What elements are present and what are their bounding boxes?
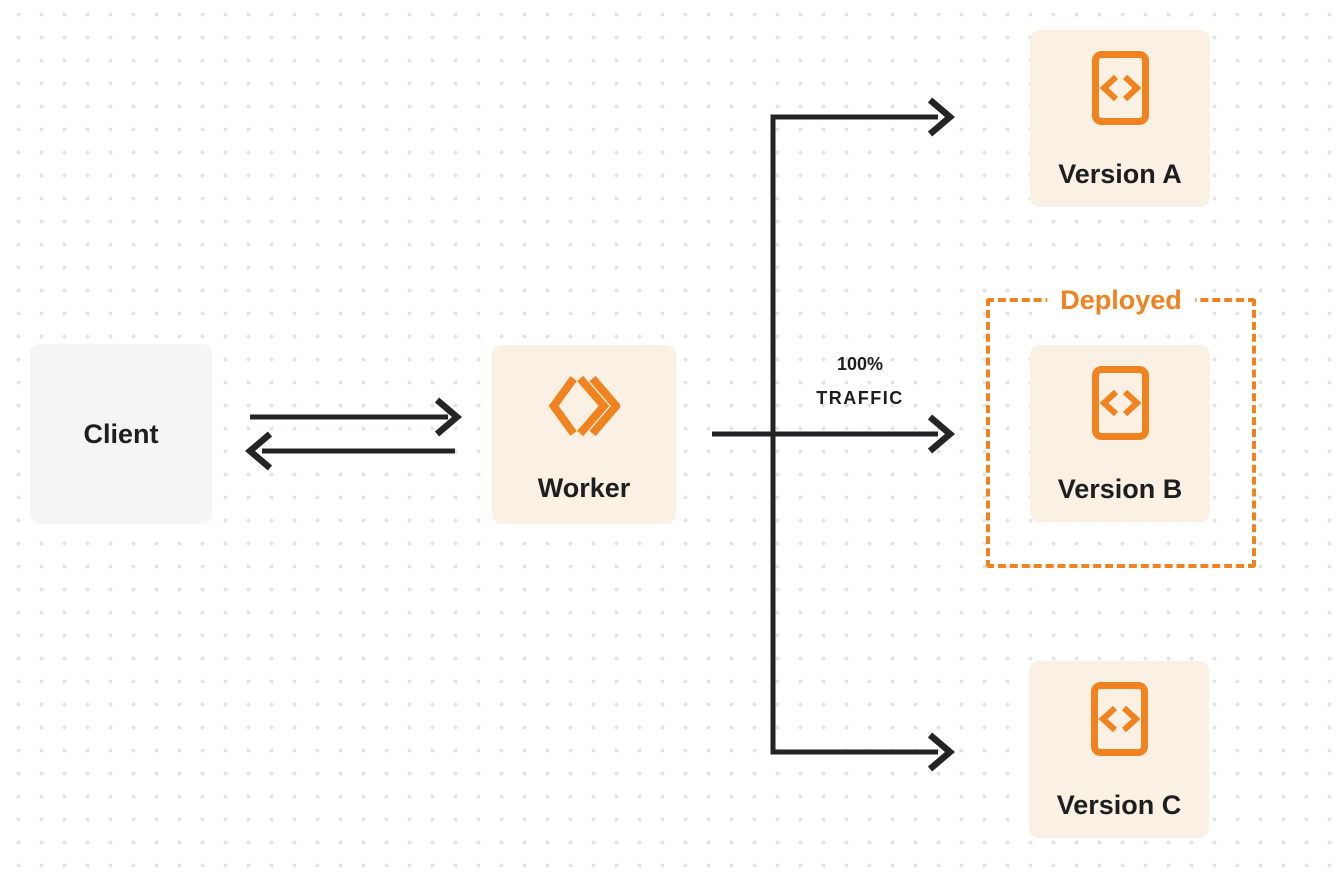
arrow-client-to-worker	[250, 397, 463, 437]
code-file-icon	[1090, 682, 1148, 756]
traffic-percent-text: 100%	[836, 354, 884, 374]
arrow-branch-to-version-a	[927, 97, 956, 137]
cloudflare-workers-logo-icon	[548, 375, 620, 437]
node-version-c: Version C	[1029, 661, 1209, 838]
node-worker: Worker	[492, 345, 676, 524]
traffic-label: 100% TRAFFIC	[795, 347, 925, 415]
deployed-group-outline: Deployed	[986, 283, 1256, 568]
node-version-b-label: Version B	[1057, 474, 1183, 504]
arrow-worker-to-client	[244, 431, 455, 471]
code-file-icon	[1091, 366, 1149, 440]
node-client: Client	[30, 344, 212, 524]
traffic-branch-line	[770, 114, 938, 755]
arrow-worker-to-version-b	[712, 414, 956, 454]
deployed-label: Deployed	[1047, 283, 1195, 317]
node-version-a-label: Version A	[1058, 159, 1182, 189]
traffic-word-text: TRAFFIC	[816, 388, 904, 408]
node-version-a: Version A	[1030, 30, 1210, 207]
node-worker-label: Worker	[537, 473, 631, 503]
code-file-icon	[1091, 51, 1149, 125]
arrow-branch-to-version-c	[927, 732, 956, 772]
node-version-b: Version B	[1030, 345, 1210, 522]
node-client-label: Client	[83, 418, 159, 449]
node-version-c-label: Version C	[1056, 790, 1182, 820]
